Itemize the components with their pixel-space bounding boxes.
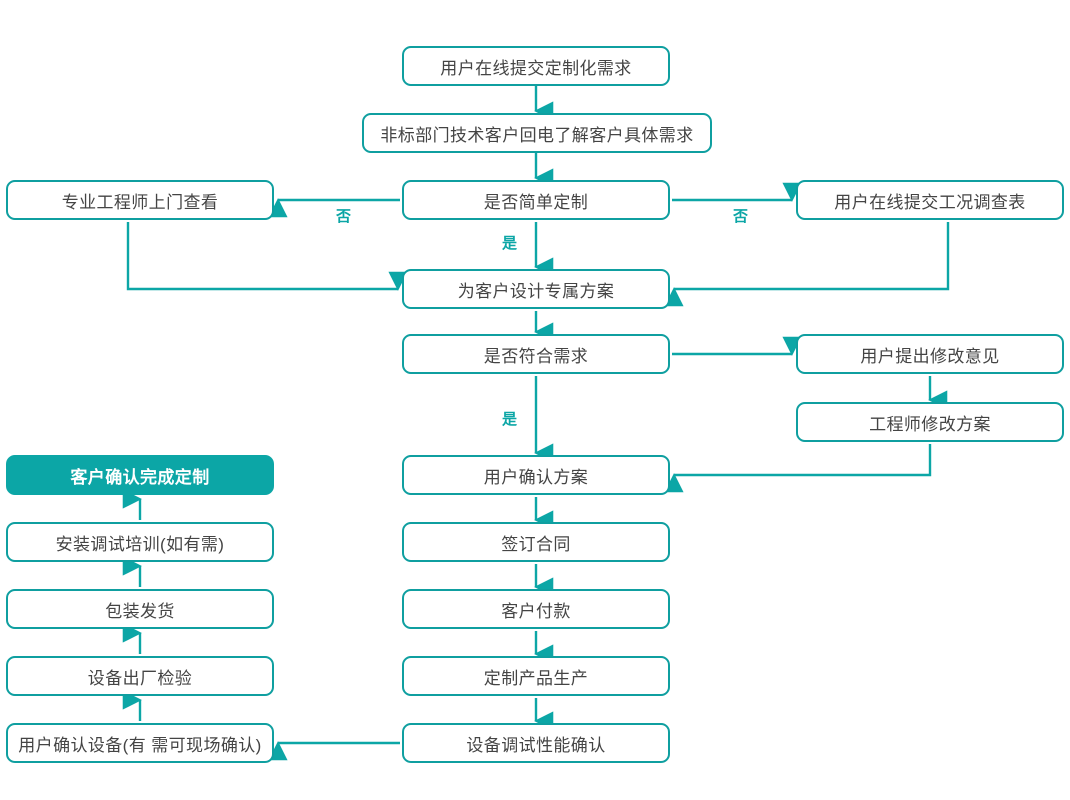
- flow-node-n9[interactable]: 工程师修改方案: [796, 402, 1064, 442]
- flow-node-n16[interactable]: 定制产品生产: [402, 656, 670, 696]
- flow-edge-n9-to-n10: [664, 444, 932, 493]
- flow-node-n8[interactable]: 用户提出修改意见: [796, 334, 1064, 374]
- edge-label-l1: 否: [336, 208, 352, 225]
- flow-edge-n5-to-n6: [664, 222, 950, 307]
- flow-node-n18[interactable]: 设备调试性能确认: [402, 723, 670, 763]
- flow-node-n11[interactable]: 客户确认完成定制: [6, 455, 274, 495]
- flow-node-n15[interactable]: 包装发货: [6, 589, 274, 629]
- flow-node-n3[interactable]: 是否简单定制: [402, 180, 670, 220]
- flow-node-n14[interactable]: 客户付款: [402, 589, 670, 629]
- flow-node-n13[interactable]: 安装调试培训(如有需): [6, 522, 274, 562]
- flow-node-n2[interactable]: 非标部门技术客户回电了解客户具体需求: [362, 113, 712, 153]
- flow-node-n5[interactable]: 用户在线提交工况调查表: [796, 180, 1064, 220]
- flow-node-n4[interactable]: 专业工程师上门查看: [6, 180, 274, 220]
- flow-node-n7[interactable]: 是否符合需求: [402, 334, 670, 374]
- flow-edge-n4-to-n6: [126, 222, 408, 291]
- flow-node-n6[interactable]: 为客户设计专属方案: [402, 269, 670, 309]
- edge-label-l3: 是: [502, 235, 518, 252]
- flow-node-n17[interactable]: 设备出厂检验: [6, 656, 274, 696]
- flow-node-n1[interactable]: 用户在线提交定制化需求: [402, 46, 670, 86]
- flow-node-n12[interactable]: 签订合同: [402, 522, 670, 562]
- flow-node-n19[interactable]: 用户确认设备(有 需可现场确认): [6, 723, 274, 763]
- edge-label-l2: 否: [733, 208, 749, 225]
- flow-node-n10[interactable]: 用户确认方案: [402, 455, 670, 495]
- edge-label-l4: 是: [502, 411, 518, 428]
